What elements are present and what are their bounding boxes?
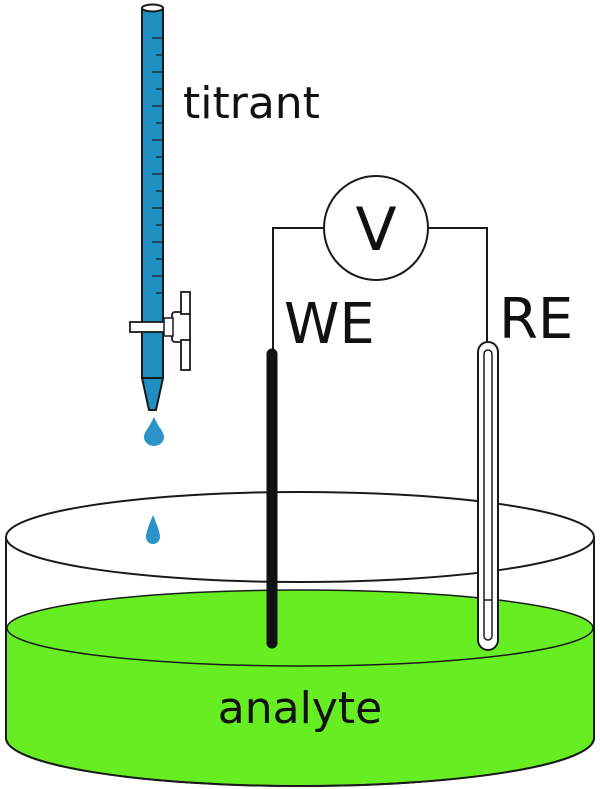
reference-electrode <box>477 341 499 651</box>
beaker-outline-front <box>5 537 595 787</box>
circuit-wires <box>272 227 488 352</box>
burette-graduations <box>152 37 163 294</box>
burette <box>129 3 191 411</box>
voltmeter <box>323 175 429 281</box>
analyte-label: analyte <box>218 683 382 734</box>
titrant-drop-upper <box>144 417 164 446</box>
solution-surface <box>6 589 594 667</box>
titrant-drop-lower <box>146 515 160 544</box>
reference-electrode-label: RE <box>499 287 573 352</box>
stopcock <box>129 291 191 371</box>
beaker-rim <box>5 491 595 583</box>
solution-body <box>7 628 593 785</box>
burette-top <box>141 3 164 13</box>
working-electrode-label: WE <box>284 292 375 357</box>
voltmeter-label: V <box>355 195 396 265</box>
titrant-label: titrant <box>183 78 320 129</box>
analyte-solution <box>5 537 595 787</box>
burette-tip <box>140 377 165 411</box>
